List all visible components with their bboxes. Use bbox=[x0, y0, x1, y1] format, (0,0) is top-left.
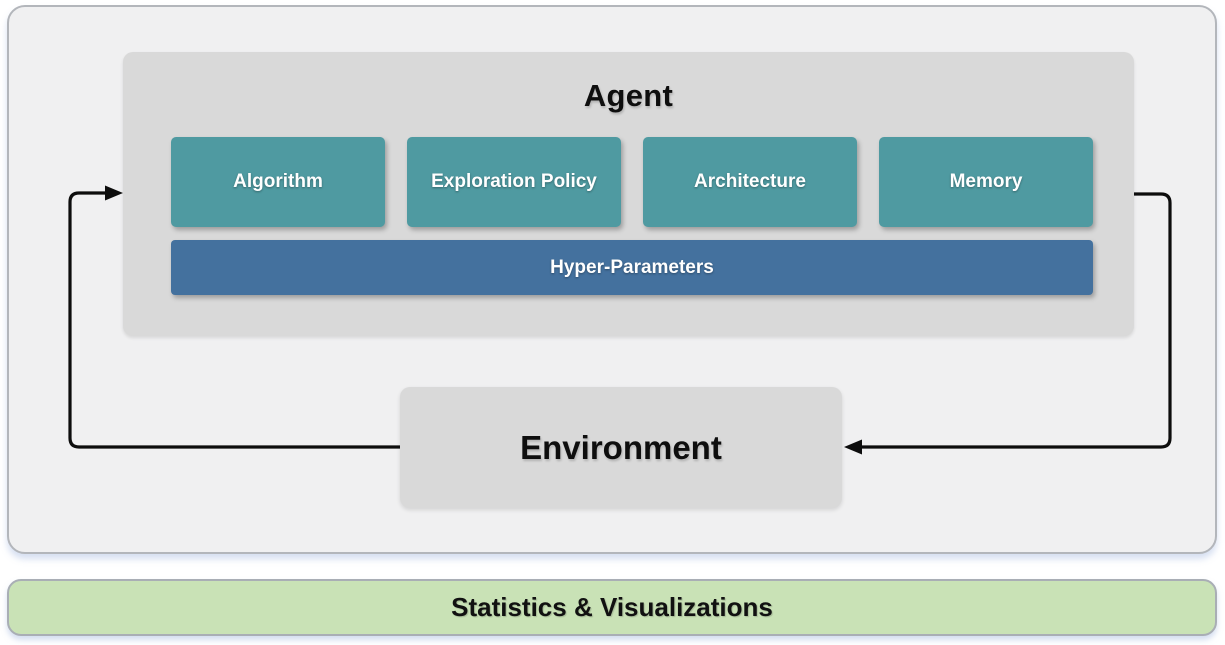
module-label: Exploration Policy bbox=[431, 171, 597, 192]
hyper-parameters-label: Hyper-Parameters bbox=[550, 256, 714, 278]
environment-label: Environment bbox=[520, 428, 722, 466]
module-label: Algorithm bbox=[233, 171, 323, 192]
statistics-visualizations-bar: Statistics & Visualizations bbox=[7, 579, 1217, 636]
agent-title: Agent bbox=[583, 78, 674, 113]
agent-container: Agent Algorithm Exploration Policy Archi… bbox=[123, 52, 1134, 336]
environment-box: Environment bbox=[400, 387, 842, 508]
statistics-visualizations-label: Statistics & Visualizations bbox=[451, 592, 773, 622]
module-box-algorithm: Algorithm bbox=[171, 137, 385, 227]
module-box-architecture: Architecture bbox=[643, 137, 857, 227]
module-label: Architecture bbox=[694, 171, 806, 192]
hyper-parameters-bar: Hyper-Parameters bbox=[171, 240, 1093, 295]
module-label: Memory bbox=[949, 171, 1023, 192]
module-box-exploration-policy: Exploration Policy bbox=[407, 137, 621, 227]
module-box-memory: Memory bbox=[879, 137, 1093, 227]
